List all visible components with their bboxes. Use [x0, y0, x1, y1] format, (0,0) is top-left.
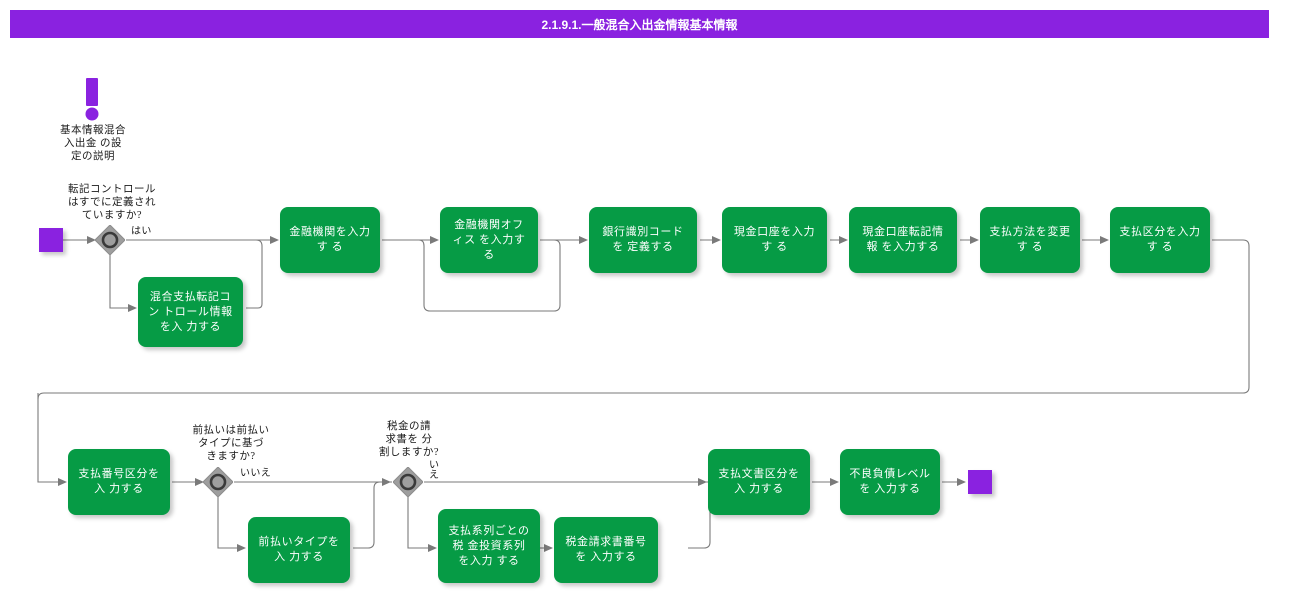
edge-label-tax-invoice-split-no: い え	[429, 460, 440, 481]
edge-gw3-yes-to-tax-series	[407, 497, 437, 552]
task-payment-doc-category[interactable]: 支払文書区分を入 力する	[708, 449, 810, 515]
task-financial-office[interactable]: 金融機関オフィス を入力する	[440, 207, 538, 273]
task-label: 支払系列ごとの税 金投資系列を入力 する	[448, 524, 530, 567]
task-label: 税金請求書番号を 入力する	[565, 536, 647, 563]
task-label: 金融機関オフィス を入力する	[452, 218, 526, 261]
exclamation-mark-icon	[85, 78, 99, 121]
task-label: 混合支払転記コン トロール情報を入 力する	[148, 290, 233, 333]
gateway-label-tax-invoice-split: 税金の請 求書を 分 割しますか?	[378, 421, 440, 458]
task-cash-account-posting[interactable]: 現金口座転記情報 を入力する	[849, 207, 957, 273]
gateway-tax-invoice-split[interactable]	[392, 466, 424, 498]
gateway-label-prepayment-type: 前払いは前払い タイプに基づ きますか?	[192, 425, 270, 462]
task-label: 現金口座を入力す る	[733, 226, 816, 253]
page-title-bar: 2.1.9.1.一般混合入出金情報基本情報	[10, 10, 1269, 38]
task-payment-method[interactable]: 支払方法を変更す る	[980, 207, 1080, 273]
task-label: 不良負債レベルを 入力する	[849, 468, 931, 495]
task-label: 支払番号区分を入 力する	[78, 468, 160, 495]
edge-mixed-posting-rejoin	[246, 239, 263, 309]
task-payment-category[interactable]: 支払区分を入力す る	[1110, 207, 1210, 273]
end-node	[968, 470, 992, 494]
task-label: 銀行識別コードを 定義する	[602, 226, 684, 253]
task-financial-institution[interactable]: 金融機関を入力す る	[280, 207, 380, 273]
edge-wrap-to-payment-number	[37, 393, 67, 486]
edge-label-prepayment-type-no: いいえ	[240, 468, 272, 479]
task-payment-number-category[interactable]: 支払番号区分を入 力する	[68, 449, 170, 515]
task-bad-debt-level[interactable]: 不良負債レベルを 入力する	[840, 449, 940, 515]
task-label: 支払文書区分を入 力する	[718, 468, 800, 495]
annotation-note-text: 基本情報混合 入出金 の設 定の説明	[60, 125, 126, 162]
task-cash-account[interactable]: 現金口座を入力す る	[722, 207, 827, 273]
task-mixed-payment-posting[interactable]: 混合支払転記コン トロール情報を入 力する	[138, 277, 243, 347]
task-bank-id-code[interactable]: 銀行識別コードを 定義する	[589, 207, 697, 273]
edge-gw1-no-to-mixed-posting	[109, 255, 137, 312]
page-title: 2.1.9.1.一般混合入出金情報基本情報	[541, 17, 738, 32]
task-tax-invoice-number[interactable]: 税金請求書番号を 入力する	[554, 517, 658, 583]
annotation-note	[78, 78, 106, 128]
task-prepayment-type[interactable]: 前払いタイプを入 力する	[248, 517, 350, 583]
edge-prepayment-type-rejoin	[353, 481, 392, 549]
edge-label-posting-control-yes: はい	[131, 226, 152, 237]
start-node	[39, 228, 63, 252]
edge-gw2-yes-to-prepayment-type	[217, 497, 246, 552]
task-label: 支払区分を入力す る	[1119, 226, 1201, 253]
task-label: 現金口座転記情報 を入力する	[862, 226, 944, 253]
task-label: 金融機関を入力す る	[289, 226, 371, 253]
task-tax-investment-series[interactable]: 支払系列ごとの税 金投資系列を入力 する	[438, 509, 540, 583]
gateway-prepayment-type[interactable]	[202, 466, 234, 498]
gateway-label-posting-control: 転記コントロール はすでに定義され ていますか?	[67, 184, 157, 221]
task-label: 前払いタイプを入 力する	[258, 536, 340, 563]
gateway-posting-control[interactable]	[94, 224, 126, 256]
task-label: 支払方法を変更す る	[989, 226, 1071, 253]
